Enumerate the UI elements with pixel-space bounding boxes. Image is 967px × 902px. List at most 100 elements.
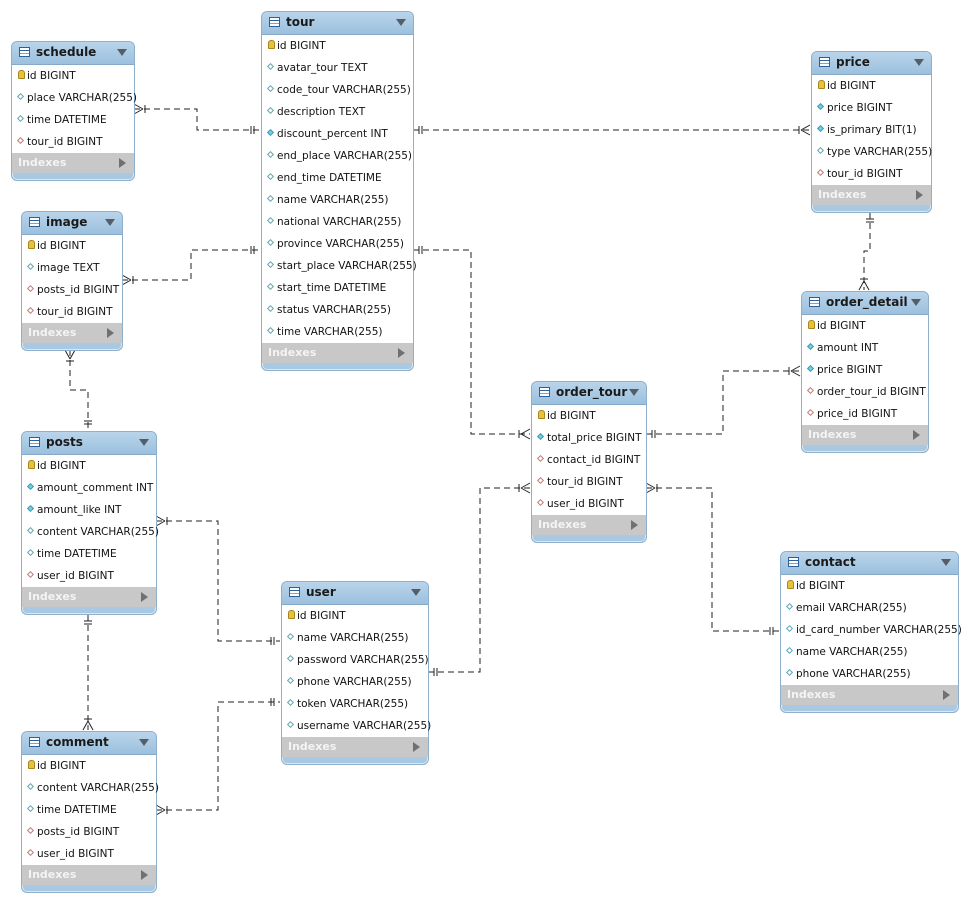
column-row[interactable]: amount INT [802,337,928,359]
column-row[interactable]: time DATETIME [22,799,156,821]
collapse-arrow-icon[interactable] [139,439,149,446]
collapse-arrow-icon[interactable] [914,59,924,66]
column-row[interactable]: user_id BIGINT [532,493,646,515]
column-row[interactable]: id BIGINT [532,405,646,427]
table-header[interactable]: comment [22,732,156,755]
column-row[interactable]: price BIGINT [802,359,928,381]
relationship-image-posts[interactable] [64,349,92,430]
column-row[interactable]: tour_id BIGINT [532,471,646,493]
expand-arrow-icon[interactable] [141,592,148,602]
collapse-arrow-icon[interactable] [117,49,127,56]
column-row[interactable]: id BIGINT [781,575,958,597]
column-row[interactable]: national VARCHAR(255) [262,211,413,233]
relationship-posts-user[interactable] [155,515,280,645]
column-row[interactable]: password VARCHAR(255) [282,649,429,671]
column-row[interactable]: end_time DATETIME [262,167,413,189]
table-header[interactable]: user [282,582,428,605]
column-row[interactable]: posts_id BIGINT [22,279,122,301]
expand-arrow-icon[interactable] [141,870,148,880]
table-header[interactable]: price [812,52,931,75]
indexes-section[interactable]: Indexes [21,587,157,607]
column-row[interactable]: phone VARCHAR(255) [282,671,428,693]
indexes-section[interactable]: Indexes [801,425,929,445]
table-header[interactable]: order_tour [532,382,646,405]
column-row[interactable]: name VARCHAR(255) [262,189,413,211]
column-row[interactable]: price BIGINT [812,97,931,119]
column-row[interactable]: id BIGINT [22,755,156,777]
column-row[interactable]: tour_id BIGINT [812,163,931,185]
column-row[interactable]: id BIGINT [22,455,156,477]
column-row[interactable]: amount_like INT [22,499,156,521]
column-row[interactable]: phone VARCHAR(255) [781,663,958,685]
collapse-arrow-icon[interactable] [105,219,115,226]
indexes-section[interactable]: Indexes [281,737,429,757]
indexes-section[interactable]: Indexes [21,323,123,343]
relationship-price-order_detail[interactable] [858,213,874,291]
column-row[interactable]: time DATETIME [12,109,134,131]
indexes-section[interactable]: Indexes [811,185,932,205]
column-row[interactable]: image TEXT [22,257,122,279]
relationship-image-tour[interactable] [121,246,260,286]
column-row[interactable]: total_price BIGINT [532,427,646,449]
expand-arrow-icon[interactable] [398,348,405,358]
relationship-tour-order_tour[interactable] [413,246,531,440]
column-row[interactable]: end_place VARCHAR(255) [262,145,413,167]
column-row[interactable]: id BIGINT [262,35,413,57]
collapse-arrow-icon[interactable] [411,589,421,596]
collapse-arrow-icon[interactable] [396,19,406,26]
relationship-posts-comment[interactable] [82,615,94,731]
indexes-section[interactable]: Indexes [11,153,135,173]
table-header[interactable]: tour [262,12,413,35]
column-row[interactable]: username VARCHAR(255) [282,715,431,737]
column-row[interactable]: start_place VARCHAR(255) [262,255,417,277]
relationship-schedule-tour[interactable] [133,103,260,134]
indexes-section[interactable]: Indexes [531,515,647,535]
column-row[interactable]: content VARCHAR(255) [22,521,159,543]
column-row[interactable]: time VARCHAR(255) [262,321,413,343]
indexes-section[interactable]: Indexes [21,865,157,885]
column-row[interactable]: discount_percent INT [262,123,413,145]
column-row[interactable]: description TEXT [262,101,413,123]
column-row[interactable]: user_id BIGINT [22,843,156,865]
column-row[interactable]: id BIGINT [802,315,928,337]
indexes-section[interactable]: Indexes [261,343,414,363]
expand-arrow-icon[interactable] [413,742,420,752]
relationship-order_tour-order_detail[interactable] [646,365,801,438]
column-row[interactable]: token VARCHAR(255) [282,693,428,715]
collapse-arrow-icon[interactable] [139,739,149,746]
column-row[interactable]: contact_id BIGINT [532,449,646,471]
relationship-comment-user[interactable] [155,698,280,816]
expand-arrow-icon[interactable] [913,430,920,440]
column-row[interactable]: posts_id BIGINT [22,821,156,843]
indexes-section[interactable]: Indexes [780,685,959,705]
column-row[interactable]: amount_comment INT [22,477,156,499]
relationship-order_tour-contact[interactable] [645,482,779,635]
collapse-arrow-icon[interactable] [629,389,639,396]
column-row[interactable]: avatar_tour TEXT [262,57,413,79]
column-row[interactable]: price_id BIGINT [802,403,928,425]
expand-arrow-icon[interactable] [107,328,114,338]
expand-arrow-icon[interactable] [943,690,950,700]
table-header[interactable]: order_detail [802,292,928,315]
expand-arrow-icon[interactable] [916,190,923,200]
table-header[interactable]: image [22,212,122,235]
column-row[interactable]: place VARCHAR(255) [12,87,137,109]
column-row[interactable]: is_primary BIT(1) [812,119,931,141]
column-row[interactable]: name VARCHAR(255) [282,627,428,649]
column-row[interactable]: id BIGINT [12,65,134,87]
column-row[interactable]: province VARCHAR(255) [262,233,413,255]
column-row[interactable]: start_time DATETIME [262,277,413,299]
table-header[interactable]: contact [781,552,958,575]
relationship-tour-price[interactable] [413,124,811,136]
relationship-user-order_tour[interactable] [428,482,531,676]
column-row[interactable]: code_tour VARCHAR(255) [262,79,413,101]
